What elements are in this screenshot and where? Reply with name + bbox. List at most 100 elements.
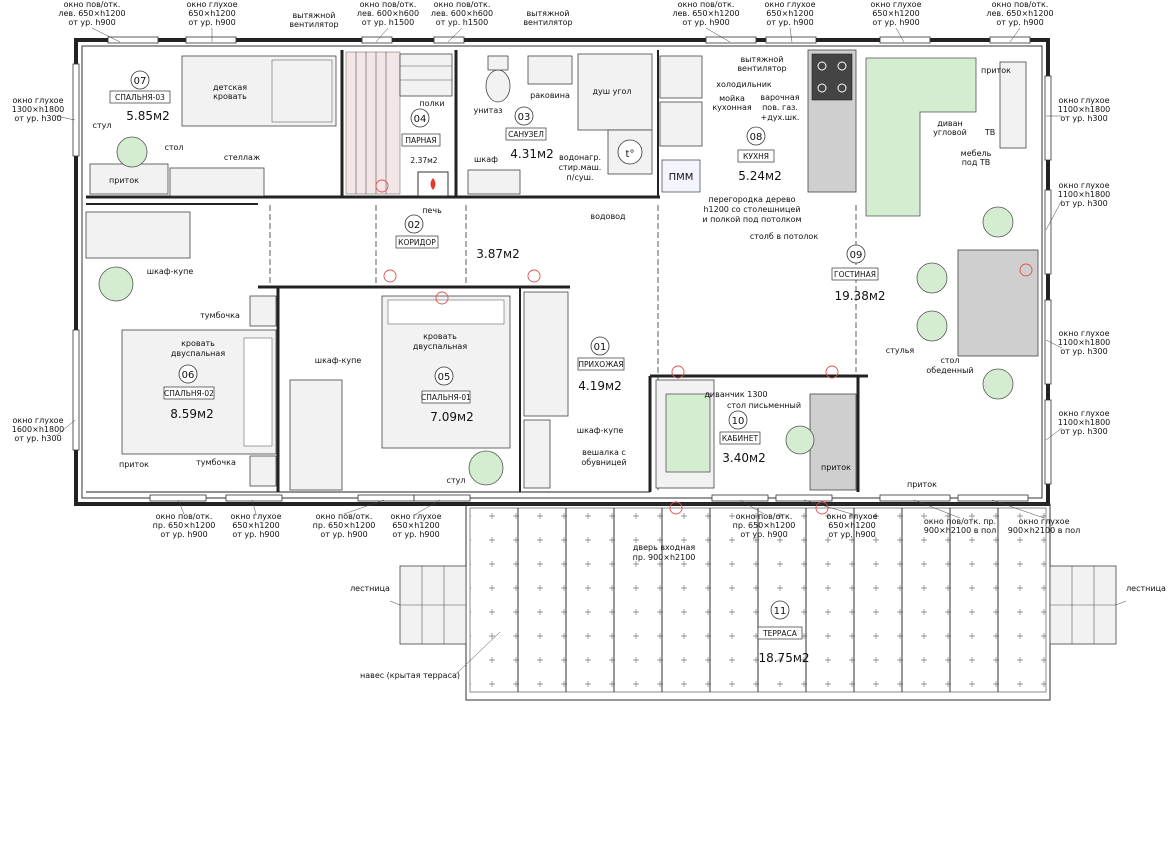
wardrobe-05 [289, 379, 343, 491]
svg-text:перегородка дерево: перегородка дерево [708, 195, 795, 204]
svg-text:от ур. h900: от ур. h900 [828, 530, 875, 539]
svg-text:1100×h1800: 1100×h1800 [1058, 190, 1111, 199]
callout-bot-1: окно пов/отк. пр. 650×h1200 от ур. h900 [153, 512, 216, 539]
dining-table [957, 249, 1039, 357]
callout-vent-1: вытяжной вентилятор [289, 11, 338, 29]
callout-bot-4: окно глухое 650×h1200 от ур. h900 [391, 512, 442, 539]
callout-top-3: окно пов/отк. лев. 600×h600 от ур. h1500 [357, 0, 419, 27]
svg-text:унитаз: унитаз [474, 106, 503, 115]
svg-text:+дух.шк.: +дух.шк. [761, 113, 800, 122]
svg-text:650×h1200: 650×h1200 [766, 9, 813, 18]
office-chair [785, 425, 815, 455]
svg-text:окно глухое: окно глухое [871, 0, 922, 9]
svg-text:окно пов/отк.: окно пов/отк. [678, 0, 735, 9]
svg-text:столб в потолок: столб в потолок [750, 232, 818, 241]
leader-lines [55, 27, 1127, 675]
svg-text:окно глухое: окно глухое [1059, 181, 1110, 190]
svg-text:водонагр.: водонагр. [559, 153, 601, 162]
callout-left-2: окно глухое 1600×h1800 от ур. h300 [12, 416, 65, 443]
svg-text:обеденный: обеденный [926, 366, 973, 375]
svg-text:пр. 650×h1200: пр. 650×h1200 [153, 521, 216, 530]
svg-text:07: 07 [134, 76, 147, 87]
room-label-08: 08 КУХНЯ 5.24м2 [737, 126, 782, 183]
svg-text:ГОСТИНАЯ: ГОСТИНАЯ [834, 270, 876, 279]
svg-text:650×h1200: 650×h1200 [392, 521, 439, 530]
svg-text:лестница: лестница [350, 584, 390, 593]
svg-text:8.59м2: 8.59м2 [170, 407, 213, 421]
svg-text:обувницей: обувницей [581, 458, 626, 467]
svg-text:окно пов/отк. пр.: окно пов/отк. пр. [924, 517, 996, 526]
svg-text:04: 04 [414, 114, 427, 125]
svg-text:19.38м2: 19.38м2 [834, 289, 885, 303]
svg-text:от ур. h900: от ур. h900 [766, 18, 813, 27]
chair-07 [116, 136, 148, 168]
svg-text:ПАРНАЯ: ПАРНАЯ [405, 136, 436, 145]
svg-text:кровать: кровать [181, 339, 215, 348]
svg-text:h1200 со столешницей: h1200 со столешницей [703, 205, 800, 214]
svg-text:пр. 900×h2100: пр. 900×h2100 [633, 553, 696, 562]
room-label-01: 01 ПРИХОЖАЯ 4.19м2 [577, 336, 625, 393]
svg-text:тумбочка: тумбочка [196, 458, 236, 467]
svg-text:18.75м2: 18.75м2 [758, 651, 809, 665]
svg-text:приток: приток [109, 176, 139, 185]
callout-top-6: окно глухое 650×h1200 от ур. h900 [765, 0, 816, 27]
svg-text:вытяжной: вытяжной [740, 55, 783, 64]
tv-stand [999, 61, 1027, 149]
callout-top-7: окно глухое 650×h1200 от ур. h900 [871, 0, 922, 27]
fridge [659, 55, 703, 99]
svg-text:диванчик 1300: диванчик 1300 [704, 390, 767, 399]
svg-text:от ур. h300: от ур. h300 [14, 114, 61, 123]
svg-text:мебель: мебель [961, 149, 992, 158]
svg-text:САНУЗЕЛ: САНУЗЕЛ [508, 130, 544, 139]
svg-text:10: 10 [732, 416, 745, 427]
nightstand-2 [249, 455, 277, 487]
svg-text:шкаф-купе: шкаф-купе [577, 426, 624, 435]
room-label-09: 09 ГОСТИНАЯ 19.38м2 [831, 244, 886, 303]
furniture-labels: детская кровать стул стол стеллаж приток… [93, 55, 1166, 680]
svg-text:от ур. h900: от ур. h900 [996, 18, 1043, 27]
svg-text:СПАЛЬНЯ-01: СПАЛЬНЯ-01 [421, 393, 471, 402]
living-furniture [865, 57, 1039, 400]
chair-3 [916, 310, 948, 342]
room-label-04: 04 ПАРНАЯ 2.37м2 [401, 108, 441, 165]
svg-text:от ур. h900: от ур. h900 [68, 18, 115, 27]
stairs-left [399, 565, 467, 645]
svg-text:650×h1200: 650×h1200 [828, 521, 875, 530]
svg-text:ПРИХОЖАЯ: ПРИХОЖАЯ [578, 360, 623, 369]
svg-text:СПАЛЬНЯ-03: СПАЛЬНЯ-03 [115, 93, 165, 102]
svg-text:900×h2100 в пол: 900×h2100 в пол [1008, 526, 1080, 535]
boiler [607, 129, 653, 175]
svg-text:дверь входная: дверь входная [633, 543, 696, 552]
cabinet [467, 169, 521, 195]
dishwasher [661, 159, 701, 193]
svg-text:стол: стол [164, 143, 183, 152]
svg-text:лев. 600×h600: лев. 600×h600 [357, 9, 419, 18]
toilet [485, 69, 511, 103]
svg-text:03: 03 [518, 112, 531, 123]
svg-text:от ур. h900: от ур. h900 [232, 530, 279, 539]
svg-text:двуспальная: двуспальная [171, 349, 225, 358]
svg-text:стул: стул [447, 476, 466, 485]
svg-text:3.87м2: 3.87м2 [476, 247, 519, 261]
svg-text:стол: стол [940, 356, 959, 365]
svg-text:лестница: лестница [1126, 584, 1166, 593]
room-label-05: 05 СПАЛЬНЯ-01 7.09м2 [421, 366, 474, 424]
svg-text:окно пов/отк.: окно пов/отк. [434, 0, 491, 9]
svg-text:1600×h1800: 1600×h1800 [12, 425, 65, 434]
svg-text:окно глухое: окно глухое [231, 512, 282, 521]
bedroom-05-furniture [289, 291, 569, 491]
svg-text:2.37м2: 2.37м2 [410, 156, 437, 165]
svg-text:кухонная: кухонная [712, 103, 752, 112]
svg-text:5.24м2: 5.24м2 [738, 169, 781, 183]
svg-text:шкаф-купе: шкаф-купе [147, 267, 194, 276]
svg-text:от ур. h900: от ур. h900 [740, 530, 787, 539]
svg-text:приток: приток [119, 460, 149, 469]
callout-top-4: окно пов/отк. лев. 600×h600 от ур. h1500 [431, 0, 493, 27]
kitchen-furniture [659, 49, 857, 193]
callout-right-1: окно глухое 1100×h1800 от ур. h300 [1058, 96, 1111, 123]
office-furniture [655, 379, 857, 491]
desk [809, 393, 857, 491]
svg-text:1100×h1800: 1100×h1800 [1058, 418, 1111, 427]
hob [811, 53, 853, 101]
